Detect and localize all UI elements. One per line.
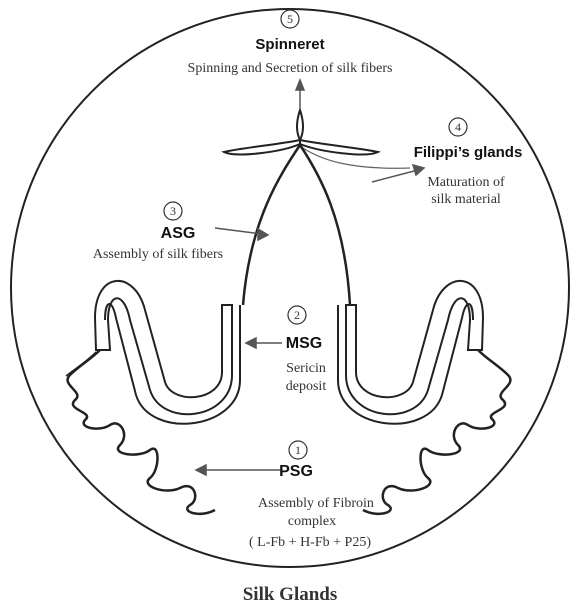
psg-right-wiggle bbox=[363, 350, 510, 514]
spinneret-label: Spinneret bbox=[255, 36, 324, 53]
asg-number: 3 bbox=[170, 204, 176, 218]
filippi-desc-1: Maturation of bbox=[427, 175, 505, 190]
asg-ducts bbox=[243, 145, 350, 305]
msg-right bbox=[338, 281, 483, 424]
psg-desc-3: ( L-Fb + H-Fb + P25) bbox=[249, 535, 371, 550]
psg-label: PSG bbox=[279, 463, 313, 480]
spinneret-shape bbox=[224, 110, 410, 168]
spinneret-desc: Spinning and Secretion of silk fibers bbox=[188, 61, 393, 76]
asg-desc: Assembly of silk fibers bbox=[93, 247, 223, 262]
filippi-desc-2: silk material bbox=[431, 192, 501, 207]
outer-circle bbox=[11, 9, 569, 567]
msg-desc-2: deposit bbox=[286, 379, 327, 394]
psg-left-wiggle-2 bbox=[66, 352, 96, 376]
asg-label: ASG bbox=[161, 225, 196, 242]
page-title: Silk Glands bbox=[243, 584, 338, 605]
psg-desc-2: complex bbox=[288, 514, 336, 529]
msg-number: 2 bbox=[294, 308, 300, 322]
arrows bbox=[196, 80, 424, 475]
msg-left bbox=[95, 281, 240, 424]
filippi-number: 4 bbox=[455, 120, 461, 134]
spinneret-number: 5 bbox=[287, 12, 293, 26]
psg-number: 1 bbox=[295, 443, 301, 457]
psg-left-wiggle bbox=[68, 350, 215, 514]
psg-desc-1: Assembly of Fibroin bbox=[258, 496, 374, 511]
msg-desc-1: Sericin bbox=[286, 361, 326, 376]
filippi-label: Filippi’s glands bbox=[414, 144, 523, 161]
msg-label: MSG bbox=[286, 335, 322, 352]
